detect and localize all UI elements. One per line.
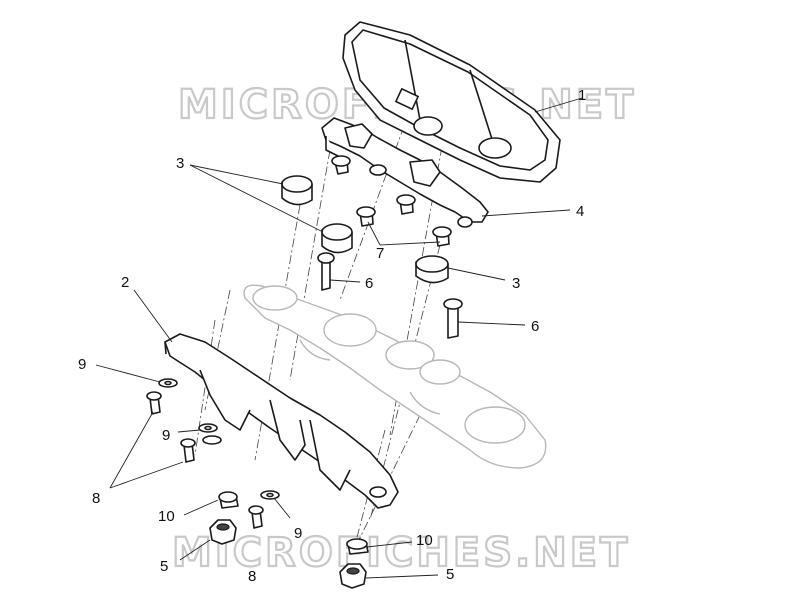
grommet-right xyxy=(415,255,449,284)
callout-1: 1 xyxy=(578,87,586,104)
screws-8 xyxy=(146,391,264,529)
bolt-6-right xyxy=(443,298,463,339)
callout-9-bottom: 9 xyxy=(294,525,302,542)
callout-10-left: 10 xyxy=(158,508,175,525)
watermark-bottom: MICROFICHES.NET xyxy=(172,530,630,576)
callout-9-middle: 9 xyxy=(162,427,170,444)
callout-10-right: 10 xyxy=(416,532,433,549)
steering-yoke-reference xyxy=(243,284,547,469)
callout-3-right: 3 xyxy=(512,275,520,292)
callout-9-left: 9 xyxy=(78,356,86,373)
bolt-6-left xyxy=(317,252,335,291)
callout-7: 7 xyxy=(376,245,384,262)
callout-8-bottom: 8 xyxy=(248,568,256,585)
upper-bracket xyxy=(321,117,489,228)
callout-5-left: 5 xyxy=(160,558,168,575)
callout-8-left: 8 xyxy=(92,490,100,507)
instrument-panel xyxy=(342,21,561,183)
washers-9 xyxy=(158,378,280,500)
callout-6-right: 6 xyxy=(531,318,539,335)
callout-4: 4 xyxy=(576,203,584,220)
callout-6-left: 6 xyxy=(365,275,373,292)
nuts-5 xyxy=(209,519,367,589)
callout-2: 2 xyxy=(121,274,129,291)
grommet-middle xyxy=(321,223,353,254)
lower-bracket xyxy=(164,333,399,509)
spacers-10 xyxy=(218,491,369,555)
leader-lines xyxy=(95,97,583,579)
grommet-upper-left xyxy=(281,175,313,206)
callout-5-right: 5 xyxy=(446,566,454,583)
callout-3-upper: 3 xyxy=(176,155,184,172)
